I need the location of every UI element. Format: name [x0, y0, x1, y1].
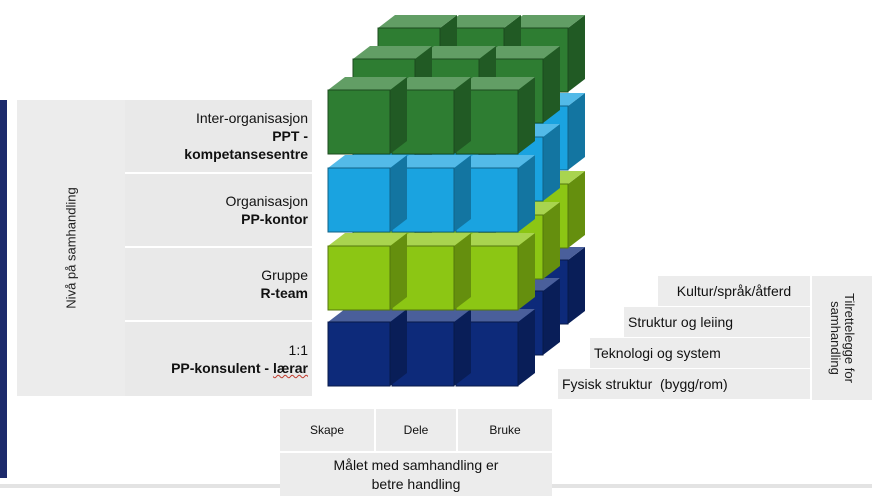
cube-front [327, 89, 391, 155]
cube-side [390, 309, 407, 386]
cube-top [353, 46, 432, 59]
cube-side [568, 171, 585, 248]
right-item-3-label: Teknologi og system [594, 345, 721, 361]
cube-top [417, 46, 496, 59]
cube-top [456, 77, 535, 90]
right-axis-panel [812, 276, 872, 400]
cube-top [392, 77, 471, 90]
cube-top [456, 233, 535, 246]
cube-top [392, 155, 471, 168]
cube-top [456, 155, 535, 168]
right-item-technology: Teknologi og system [590, 338, 810, 368]
cube-side [543, 278, 560, 355]
cube-top [378, 15, 457, 28]
cube-top [442, 15, 521, 28]
left-accent-bar [0, 100, 7, 478]
cube-side [568, 15, 585, 92]
cube-top [328, 233, 407, 246]
cube-top [328, 309, 407, 322]
level-row-group: Gruppe R-team [125, 248, 312, 320]
bottom-col-divider-1 [374, 409, 376, 451]
cube-top [481, 46, 560, 59]
cube-side [518, 155, 535, 232]
level-row-organisation: Organisasjon PP-kontor [125, 174, 312, 246]
cube-layer [327, 15, 585, 387]
y-axis-panel [17, 100, 125, 396]
cube-side [390, 155, 407, 232]
bottom-col-share: Dele [403, 423, 429, 437]
right-item-1-label: Kultur/språk/åtferd [676, 283, 792, 299]
level-4-subtitle-underlined: lærar [272, 360, 308, 376]
goal-line-2: betre handling [371, 475, 461, 492]
level-1-subtitle: PPT - [272, 128, 308, 144]
cube-side [518, 77, 535, 154]
cube-side [454, 309, 471, 386]
cube-lime-d0-c0 [327, 233, 407, 311]
level-4-subtitle-main: PP-konsulent - [171, 360, 273, 376]
cube-top [506, 15, 585, 28]
bottom-col-use: Bruke [489, 423, 521, 437]
goal-text: Målet med samhandling er betre handling [280, 453, 552, 496]
cube-front [327, 321, 391, 387]
right-axis-label: Tilrettelegge for samhandling [828, 293, 857, 383]
cube-top [392, 309, 471, 322]
cube-side [568, 93, 585, 170]
cube-side [518, 233, 535, 310]
cube-side [390, 77, 407, 154]
cube-front [327, 245, 391, 311]
right-item-4-label: Fysisk struktur (bygg/rom) [562, 376, 728, 392]
cube-side [543, 202, 560, 279]
level-1-subtitle-2: kompetansesentre [184, 146, 308, 162]
cube-side [568, 247, 585, 324]
level-2-title: Organisasjon [225, 193, 309, 209]
cube-top [392, 233, 471, 246]
level-2-subtitle: PP-kontor [241, 211, 308, 227]
cube-side [454, 155, 471, 232]
cube-stack [327, 15, 585, 387]
cube-navy-d0-c0 [327, 309, 407, 387]
cube-side [454, 77, 471, 154]
cube-top [456, 309, 535, 322]
right-axis-label-line2: samhandling [828, 301, 843, 375]
right-item-physical: Fysisk struktur (bygg/rom) [558, 369, 810, 399]
level-row-inter-organisation: Inter-organisasjon PPT - kompetansesentr… [125, 100, 312, 172]
y-axis-label: Nivå på samhandling [63, 187, 79, 309]
level-row-one-to-one: 1:1 PP-konsulent - lærar [125, 322, 312, 396]
cube-side [543, 46, 560, 123]
level-3-subtitle: R-team [260, 285, 308, 301]
level-3-title: Gruppe [261, 267, 308, 283]
cube-top [328, 77, 407, 90]
cube-side [390, 233, 407, 310]
right-item-structure: Struktur og leiing [624, 307, 810, 337]
cube-side [518, 309, 535, 386]
bottom-col-create: Skape [309, 423, 345, 437]
level-1-title: Inter-organisasjon [195, 110, 308, 126]
right-item-culture: Kultur/språk/åtferd [658, 276, 810, 306]
cube-front [327, 167, 391, 233]
bottom-row-divider [280, 451, 552, 453]
cube-top [328, 155, 407, 168]
cube-blue-d0-c0 [327, 155, 407, 233]
bottom-col-divider-2 [456, 409, 458, 451]
right-item-2-label: Struktur og leiing [628, 314, 734, 330]
level-4-subtitle: PP-konsulent - lærar [171, 359, 308, 377]
cube-side [454, 233, 471, 310]
cube-green-d0-c0 [327, 77, 407, 155]
goal-line-1: Målet med samhandling er [333, 456, 499, 473]
right-axis-label-line1: Tilrettelegge for [842, 293, 857, 383]
cube-side [543, 124, 560, 201]
level-4-title: 1:1 [288, 342, 308, 358]
